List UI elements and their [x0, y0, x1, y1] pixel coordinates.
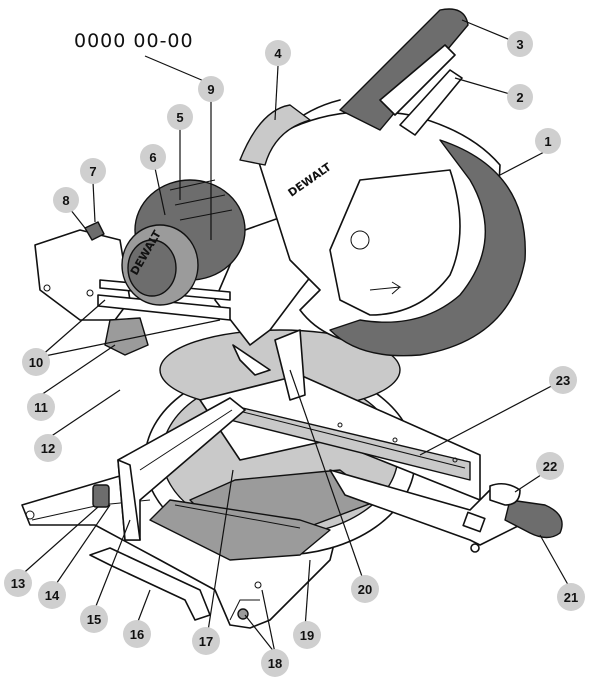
- svg-text:9: 9: [207, 82, 214, 97]
- callout-19: 19: [293, 621, 321, 649]
- svg-text:16: 16: [130, 627, 144, 642]
- svg-text:21: 21: [564, 590, 578, 605]
- svg-text:6: 6: [149, 150, 156, 165]
- callout-14: 14: [38, 581, 66, 609]
- dust-port: [239, 104, 311, 166]
- callout-17: 17: [192, 627, 220, 655]
- callout-18: 18: [261, 649, 289, 677]
- callout-12: 12: [34, 434, 62, 462]
- callout-13: 13: [4, 569, 32, 597]
- callout-23: 23: [549, 366, 577, 394]
- fence-left: [117, 397, 246, 541]
- svg-text:18: 18: [268, 656, 282, 671]
- callout-15: 15: [80, 605, 108, 633]
- callout-10: 10: [22, 348, 50, 376]
- callout-9: 9: [198, 76, 224, 102]
- svg-text:10: 10: [29, 355, 43, 370]
- svg-text:19: 19: [300, 628, 314, 643]
- table-insert: [149, 499, 331, 561]
- kerf-plate-area: [232, 329, 306, 401]
- callout-1: 1: [535, 128, 561, 154]
- knob-top: [84, 221, 105, 241]
- svg-text:14: 14: [45, 588, 60, 603]
- callout-2: 2: [507, 84, 533, 110]
- svg-text:17: 17: [199, 634, 213, 649]
- callout-11: 11: [27, 393, 55, 421]
- callout-21: 21: [557, 583, 585, 611]
- svg-text:1: 1: [544, 134, 551, 149]
- svg-text:7: 7: [89, 164, 96, 179]
- svg-text:12: 12: [41, 441, 55, 456]
- callout-20: 20: [351, 575, 379, 603]
- svg-text:22: 22: [543, 459, 557, 474]
- callout-16: 16: [123, 620, 151, 648]
- callout-5: 5: [167, 104, 193, 130]
- fence-right: [199, 374, 481, 501]
- svg-text:11: 11: [34, 400, 48, 415]
- svg-text:3: 3: [516, 37, 523, 52]
- miter-handle: [489, 482, 563, 539]
- saw-blade: [329, 139, 526, 357]
- svg-text:2: 2: [516, 90, 523, 105]
- base-handle: [89, 547, 211, 621]
- carry-handle-rear: [399, 69, 463, 136]
- svg-text:5: 5: [176, 110, 183, 125]
- svg-text:4: 4: [274, 46, 282, 61]
- svg-text:15: 15: [87, 612, 101, 627]
- svg-text:8: 8: [62, 193, 69, 208]
- svg-text:23: 23: [556, 373, 570, 388]
- callout-22: 22: [536, 452, 564, 480]
- callout-3: 3: [507, 31, 533, 57]
- callout-7: 7: [80, 158, 106, 184]
- svg-text:13: 13: [11, 576, 25, 591]
- miter-lock-lever: [92, 484, 110, 508]
- svg-text:20: 20: [358, 582, 372, 597]
- callout-8: 8: [53, 187, 79, 213]
- lower-blade-guard: [329, 169, 461, 316]
- bevel-knob: [104, 317, 149, 356]
- part-number: 0000 00-00: [74, 30, 194, 52]
- operating-handle: [339, 8, 469, 131]
- callout-4: 4: [265, 40, 291, 66]
- callout-6: 6: [140, 144, 166, 170]
